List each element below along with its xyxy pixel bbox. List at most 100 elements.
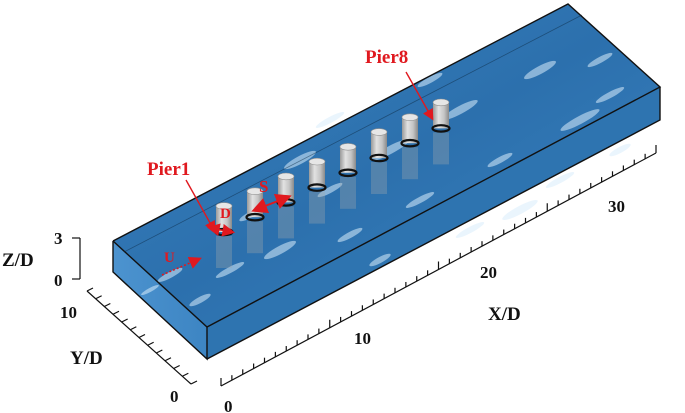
- x-tick-30: 30: [608, 197, 625, 216]
- ripple-highlight: [315, 112, 345, 128]
- y-tick-mark: [156, 349, 163, 354]
- pier-5: [338, 143, 358, 209]
- ripple-highlight: [189, 293, 211, 307]
- pier-waterline: [400, 138, 420, 148]
- pier-4: [307, 157, 327, 224]
- pier-body: [402, 117, 418, 144]
- y-tick-0: 0: [170, 387, 179, 406]
- ripple-highlight: [442, 99, 478, 121]
- ripple-highlight: [609, 143, 631, 157]
- y-tick-mark: [112, 310, 120, 315]
- ripple-highlight: [369, 253, 391, 267]
- ripple-highlight: [157, 267, 183, 283]
- pier1-label: Pier1: [147, 159, 190, 180]
- pier-waterline: [369, 153, 389, 163]
- x-axis-title: X/D: [488, 304, 521, 325]
- pier-reflection: [433, 132, 449, 165]
- pier-reflection: [309, 191, 325, 224]
- pier-top: [215, 202, 233, 210]
- pier-waterline: [431, 124, 451, 133]
- ripple-highlight: [595, 87, 625, 103]
- pier-waterline: [245, 212, 265, 222]
- ripple-highlight: [283, 150, 317, 170]
- z-tick-3: 3: [54, 229, 63, 248]
- y-tick-mark: [86, 287, 94, 292]
- y-tick-mark: [164, 357, 172, 362]
- y-tick-mark: [173, 364, 180, 370]
- diameter-label: D: [220, 206, 231, 222]
- pier-top: [401, 113, 419, 121]
- water-front-face: [113, 241, 207, 359]
- axis-z: 3 0 Z/D: [2, 229, 81, 290]
- pier-reflection: [247, 221, 263, 254]
- ripple-highlight: [141, 284, 159, 296]
- box-edge-front: [112, 241, 208, 361]
- ripple-highlight: [502, 199, 538, 221]
- ripple-highlight: [587, 52, 613, 68]
- axis-y: 10 0 Y/D: [60, 287, 198, 406]
- water-top-face: [113, 4, 660, 327]
- pier-6: [369, 128, 389, 194]
- pier-reflection: [278, 206, 294, 239]
- box-edge-inner-top: [123, 14, 583, 253]
- ripple-highlight: [405, 192, 435, 208]
- pier-reflection: [340, 176, 356, 209]
- ripple-highlight: [523, 60, 557, 80]
- pier-body: [340, 146, 356, 173]
- pier-reflection: [402, 147, 418, 180]
- x-tick-0: 0: [224, 397, 233, 413]
- pier-waterline: [307, 183, 327, 192]
- x-tick-20: 20: [480, 263, 497, 282]
- ripple-highlight: [317, 182, 343, 198]
- ripple-highlight: [337, 227, 363, 243]
- pier-reflection: [216, 236, 232, 268]
- ripple-highlight: [215, 262, 245, 278]
- x-tick-10: 10: [354, 329, 371, 348]
- pier-body: [309, 161, 325, 188]
- y-tick-mark: [130, 326, 137, 331]
- pier-2: [245, 187, 265, 254]
- spacing-arrow: [251, 193, 292, 214]
- z-axis-title: Z/D: [2, 250, 34, 271]
- pier-top: [370, 128, 388, 136]
- water-side-face: [207, 87, 660, 359]
- pier-reflection: [371, 162, 387, 194]
- ripple-highlight: [487, 152, 513, 168]
- pier-waterline: [338, 168, 358, 178]
- ripple-highlight: [545, 172, 575, 188]
- y-tick-mark: [138, 333, 146, 339]
- z-tick-0: 0: [54, 271, 63, 290]
- y-tick-10: 10: [60, 303, 77, 322]
- pier-7: [400, 113, 420, 180]
- y-tick-mark: [104, 302, 111, 308]
- spacing-label: S: [259, 177, 268, 196]
- pier1-pointer: [185, 179, 216, 233]
- ripple-highlight: [560, 109, 600, 131]
- diameter-arrow: [206, 223, 236, 237]
- pier-top: [339, 143, 357, 151]
- flow-label: U: [164, 250, 175, 266]
- pier-top: [308, 157, 326, 166]
- pier8-pointer: [405, 71, 434, 121]
- pier-top: [432, 98, 450, 107]
- annotations: Pier1 Pier8 S D U: [147, 47, 434, 276]
- box-edge-side: [206, 87, 661, 360]
- y-tick-mark: [147, 341, 154, 346]
- ripple-highlight: [417, 72, 443, 88]
- pier8-label: Pier8: [365, 47, 408, 68]
- y-axis-title: Y/D: [70, 348, 103, 369]
- ripple-highlight: [455, 222, 485, 238]
- pier-top: [277, 172, 295, 181]
- flow-arrow: [161, 256, 202, 276]
- y-tick-mark: [95, 295, 102, 300]
- axis-x: 0 10 20 30 X/D: [220, 145, 657, 413]
- y-tick-mark: [121, 318, 128, 323]
- pier-body: [371, 132, 387, 158]
- pier-8: [431, 98, 451, 165]
- y-tick-mark: [182, 372, 189, 377]
- pier-3: [276, 172, 296, 239]
- ripple-highlight: [263, 240, 297, 260]
- y-tick-mark: [190, 380, 198, 385]
- pier-body: [433, 102, 449, 129]
